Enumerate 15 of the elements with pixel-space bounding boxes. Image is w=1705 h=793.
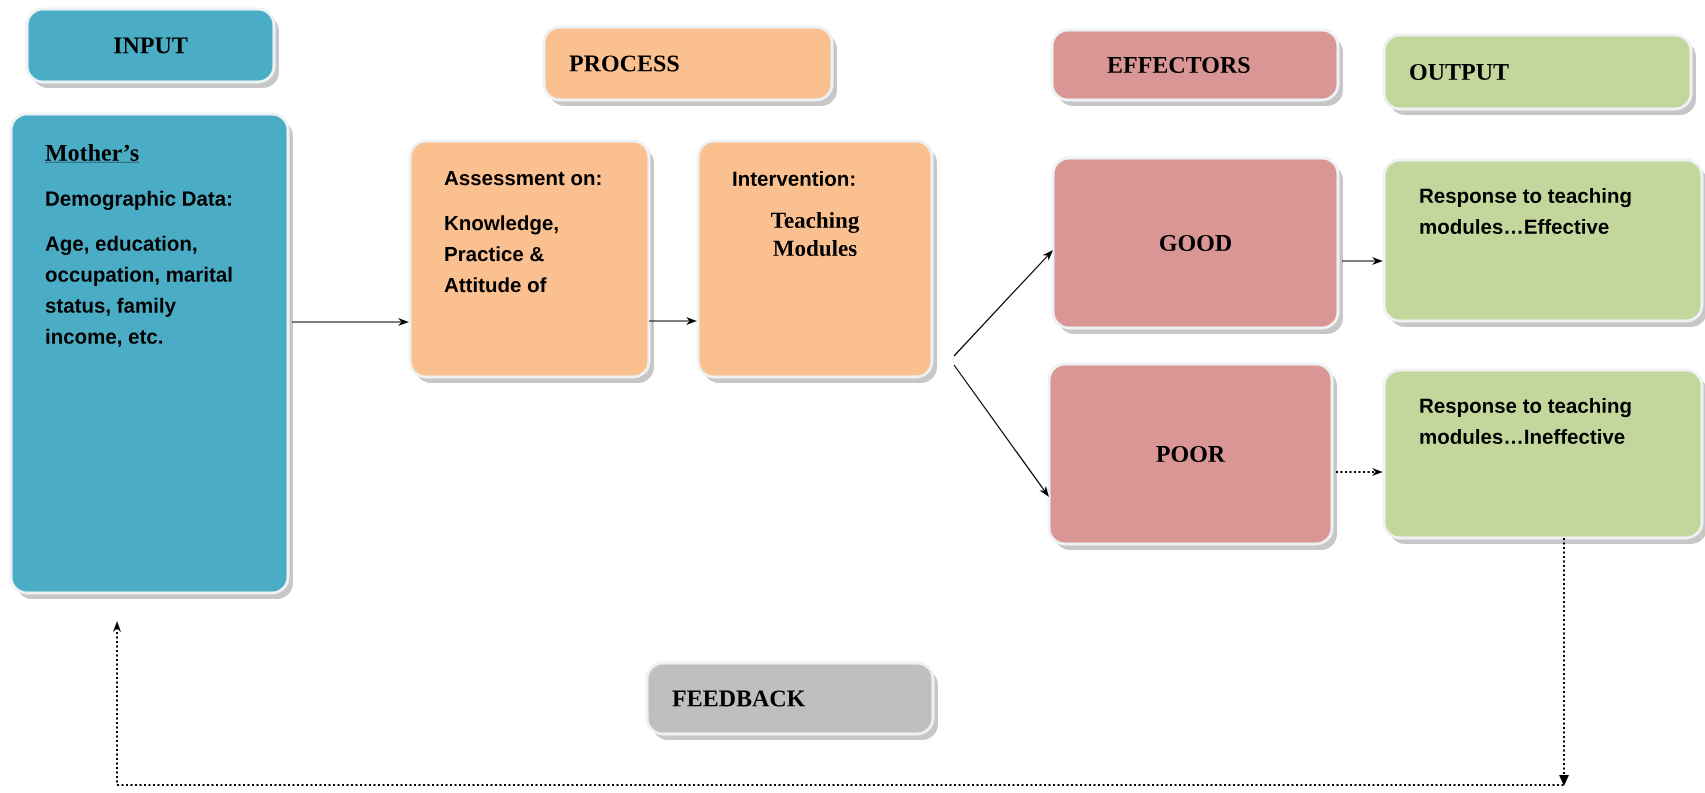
header-box: OUTPUT	[1382, 33, 1696, 115]
effector-box: GOOD	[1051, 156, 1343, 334]
header-box: EFFECTORS	[1050, 28, 1343, 106]
arrow	[953, 364, 1049, 497]
output-box: Response to teaching modules…Effective	[1382, 158, 1705, 327]
header-box: INPUT	[25, 7, 279, 88]
process-box: Intervention: Teaching Modules	[696, 139, 937, 383]
effector-box: POOR	[1047, 362, 1337, 550]
input-box: Mother’s Demographic Data: Age, education, occupation, marital status, family income, etc.	[9, 112, 293, 599]
header-box: FEEDBACK	[645, 661, 938, 740]
header-box: PROCESS	[542, 25, 837, 106]
process-box: Assessment on: Knowledge, Practice & Attitude of	[408, 139, 654, 383]
arrow	[112, 537, 1569, 786]
arrow	[953, 250, 1053, 357]
output-box: Response to teaching modules…Ineffective	[1382, 368, 1705, 544]
